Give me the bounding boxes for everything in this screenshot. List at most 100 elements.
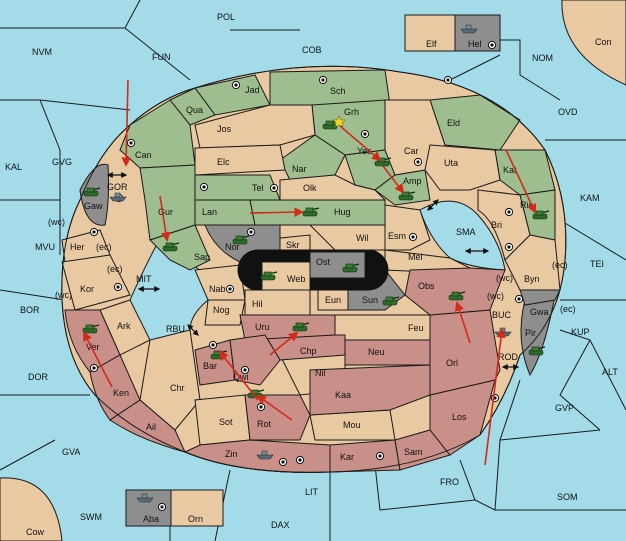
label-GVG: GVG <box>52 157 72 167</box>
province-Gwa[interactable] <box>519 289 561 306</box>
label-Yes: Yes <box>357 146 372 156</box>
label-Pir: Pir <box>525 328 536 338</box>
label-Nor: Nor <box>225 242 240 252</box>
supply-center-icon <box>504 242 514 252</box>
label-Feu: Feu <box>408 323 424 333</box>
province-Uru[interactable] <box>239 314 336 341</box>
label-KAM: KAM <box>580 193 600 203</box>
label-Web: Web <box>287 274 305 284</box>
label-MVU: MVU <box>35 242 55 252</box>
province-Neu[interactable] <box>344 339 431 366</box>
label-BOR: BOR <box>20 305 40 315</box>
supply-center-icon <box>514 294 524 304</box>
label-Eun: Eun <box>325 295 341 305</box>
label-SWM: SWM <box>80 512 102 522</box>
label-Con: Con <box>595 37 612 47</box>
label-MIT: MIT <box>136 274 152 284</box>
province-Byn[interactable] <box>504 234 561 291</box>
label-Gwa: Gwa <box>530 307 549 317</box>
coastline <box>61 65 567 473</box>
supply-center-icon <box>487 40 497 50</box>
label-Chp: Chp <box>300 346 317 356</box>
province-Esm[interactable] <box>384 204 431 251</box>
label-Sun: Sun <box>362 295 378 305</box>
label-Los: Los <box>452 412 467 422</box>
coast-label: (ec) <box>96 242 112 252</box>
label-Kar: Kar <box>340 452 354 462</box>
label-Neu: Neu <box>368 347 385 357</box>
label-Nil: Nil <box>315 368 326 378</box>
province-Cow[interactable] <box>0 477 63 541</box>
province-Nar[interactable] <box>279 134 346 181</box>
label-NOM: NOM <box>532 53 553 63</box>
province-Kor[interactable] <box>61 254 131 311</box>
label-ALT: ALT <box>602 367 618 377</box>
units <box>82 24 550 503</box>
supply-center-icon <box>443 75 453 85</box>
label-Hug: Hug <box>334 207 351 217</box>
label-Ail: Ail <box>146 422 156 432</box>
label-TEI: TEI <box>590 259 604 269</box>
label-Orn: Orn <box>188 514 203 524</box>
supply-center-icon <box>318 75 328 85</box>
label-Nog: Nog <box>213 305 230 315</box>
label-Hil: Hil <box>252 299 263 309</box>
province-Nog[interactable] <box>204 299 246 326</box>
label-Ver: Ver <box>86 342 100 352</box>
label-Tel: Tel <box>252 183 264 193</box>
label-Eld: Eld <box>447 118 460 128</box>
province-Orn[interactable] <box>170 489 224 527</box>
supply-center-icon <box>246 227 256 237</box>
province-Web[interactable] <box>261 261 311 291</box>
coast-label: (wc) <box>496 273 513 283</box>
label-Uta: Uta <box>444 158 458 168</box>
label-Gaw: Gaw <box>84 201 103 211</box>
province-Elf[interactable] <box>404 14 456 52</box>
supply-center-icon <box>278 457 288 467</box>
supply-center-icon <box>126 138 136 148</box>
supply-center-icon <box>225 284 235 294</box>
province-Ail[interactable] <box>109 399 186 453</box>
province-Olk[interactable] <box>279 174 387 201</box>
coast-labels: (wc) (ec) (ec) (wc) (wc) (ec) (ec) (wc) <box>48 217 576 314</box>
supply-center-icon <box>89 227 99 237</box>
coast-label: (wc) <box>48 217 65 227</box>
coast-label: (ec) <box>107 264 123 274</box>
label-ROD: ROD <box>498 352 519 362</box>
label-SMA: SMA <box>456 227 476 237</box>
province-Uta[interactable] <box>424 144 501 191</box>
supply-center-icon <box>240 365 250 375</box>
label-BUC: BUC <box>492 310 512 320</box>
sea-labels: POL NVM FUN COB NOM Con OVD KAL GVG KAM … <box>5 12 618 537</box>
label-Jos: Jos <box>217 124 232 134</box>
label-Rie: Rie <box>520 200 534 210</box>
label-RBU: RBU <box>166 324 185 334</box>
label-Car: Car <box>404 146 419 156</box>
green-territories <box>119 69 556 271</box>
label-Chr: Chr <box>170 383 185 393</box>
label-Rot: Rot <box>257 419 272 429</box>
label-Ark: Ark <box>117 321 131 331</box>
province-Con[interactable] <box>561 0 626 86</box>
label-Sch: Sch <box>330 86 346 96</box>
label-Mou: Mou <box>343 420 361 430</box>
label-GVP: GVP <box>555 403 574 413</box>
label-DOR: DOR <box>28 372 49 382</box>
supply-center-icon <box>89 363 99 373</box>
province-Rot[interactable] <box>244 394 311 441</box>
label-FUN: FUN <box>152 52 171 62</box>
label-Can: Can <box>135 150 152 160</box>
label-Amp: Amp <box>403 176 422 186</box>
star-icon <box>332 115 346 128</box>
label-Obs: Obs <box>418 281 435 291</box>
label-Uru: Uru <box>255 322 270 332</box>
label-GVA: GVA <box>62 447 80 457</box>
province-Kaa[interactable] <box>309 364 431 416</box>
province-Elc[interactable] <box>194 144 286 176</box>
supply-center-icon <box>256 402 266 412</box>
label-Skr: Skr <box>286 240 300 250</box>
province-Chr[interactable] <box>139 329 201 431</box>
label-Orl: Orl <box>446 358 458 368</box>
